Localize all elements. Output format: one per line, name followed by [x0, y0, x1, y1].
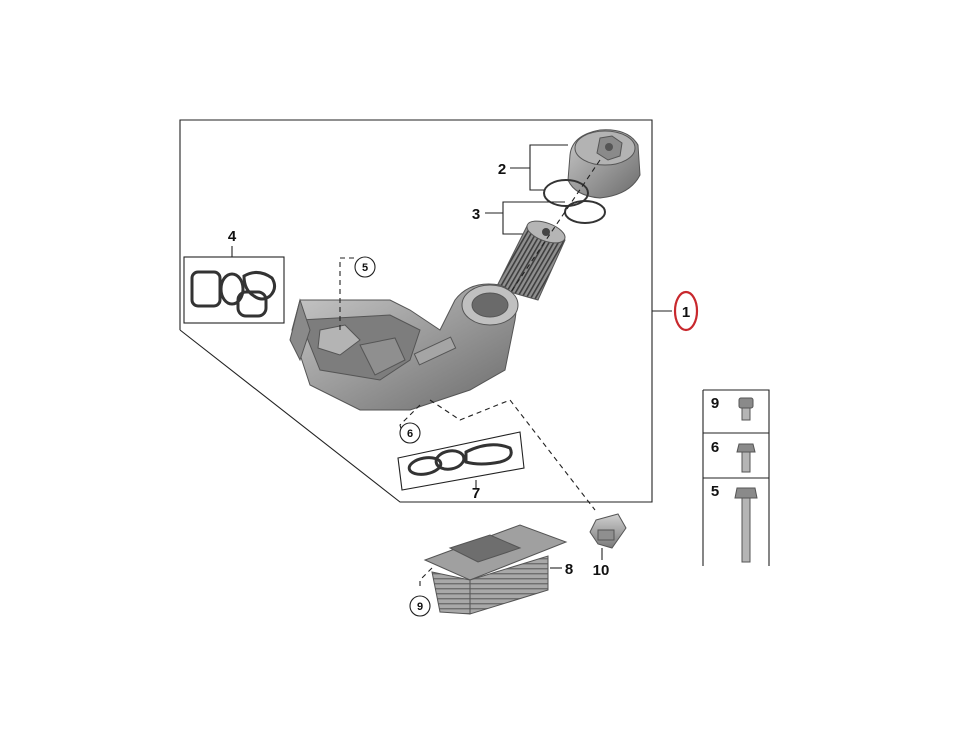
callout-8-label: 8: [565, 561, 573, 578]
legend-item-9[interactable]: 9: [711, 395, 754, 421]
callout-3[interactable]: 3: [472, 201, 565, 235]
callout-2-label: 2: [498, 161, 506, 178]
cap-seal-ring[interactable]: [543, 179, 589, 207]
callout-3-label: 3: [472, 206, 480, 223]
legend-label-9: 9: [711, 395, 719, 412]
callout-7-label: 7: [472, 485, 480, 502]
oil-cooler[interactable]: 8: [423, 524, 573, 615]
callout-1-highlight-ring: [673, 290, 699, 332]
gasket-set-box[interactable]: 4: [183, 228, 285, 324]
callout-1[interactable]: 1: [652, 290, 699, 332]
callout-10-label: 10: [593, 562, 610, 579]
legend-label-6: 6: [711, 439, 719, 456]
callout-6[interactable]: 6: [399, 404, 421, 444]
callout-9-label: 9: [417, 601, 423, 613]
filter-seal-ring[interactable]: [564, 200, 606, 224]
oil-sensor[interactable]: 10: [589, 513, 627, 579]
callout-5[interactable]: 5: [339, 256, 376, 330]
legend-item-6[interactable]: 6: [711, 439, 756, 473]
oil-filter-element[interactable]: [495, 217, 568, 301]
callout-5-label: 5: [362, 262, 368, 274]
gasket-set-7-box[interactable]: 7: [397, 431, 525, 502]
callout-2[interactable]: 2: [498, 144, 568, 191]
filter-cap[interactable]: [567, 129, 641, 199]
legend-label-5: 5: [711, 483, 719, 500]
callout-1-label: 1: [682, 304, 690, 321]
oil-filter-housing[interactable]: [289, 283, 519, 411]
callout-6-label: 6: [407, 428, 413, 440]
bolt-legend: 9 6 5: [702, 389, 770, 566]
callout-4-label: 4: [228, 228, 237, 245]
legend-item-5[interactable]: 5: [711, 483, 758, 563]
callout-9[interactable]: 9: [409, 567, 433, 617]
